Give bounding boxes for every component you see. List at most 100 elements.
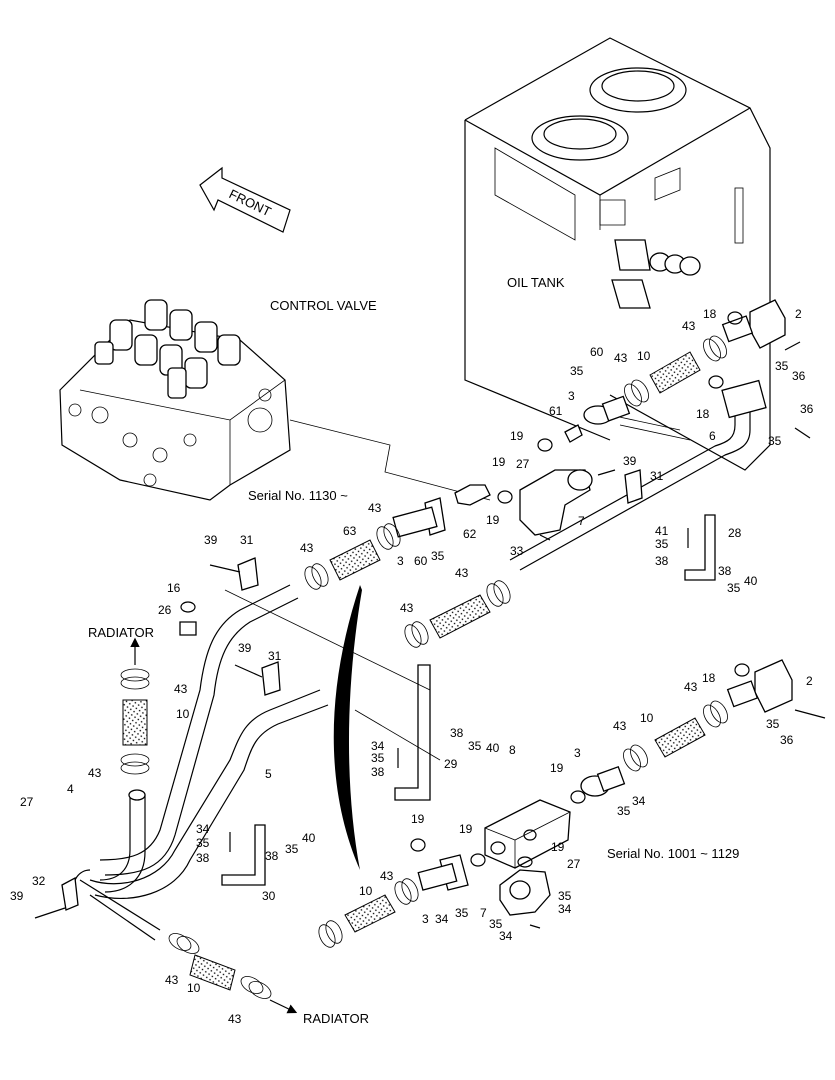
serial-upper-label: Serial No. 1130 ~ [248,488,348,503]
serial-lower-label: Serial No. 1001 ~ 1129 [607,846,739,861]
callout: 38 [655,554,669,568]
callout: 19 [510,429,524,443]
callout: 43 [88,766,102,780]
callout: 40 [486,741,500,755]
control-valve-label: CONTROL VALVE [270,298,377,313]
callout: 38 [265,849,279,863]
callout: 29 [444,757,458,771]
assembly-arrow [333,585,362,870]
callout: 35 [285,842,299,856]
callout: 43 [380,869,394,883]
callout: 43 [400,601,414,615]
callout: 18 [702,671,716,685]
callout: 26 [158,603,172,617]
callout: 39 [238,641,252,655]
callout: 43 [300,541,314,555]
callout: 19 [411,812,425,826]
control-valve [59,299,291,501]
callout: 35 [766,717,780,731]
callout: 10 [176,707,190,721]
oil-tank [464,37,771,471]
left-pipes [61,584,329,999]
callout: 43 [165,973,179,987]
callout: 8 [509,743,516,757]
callout: 7 [578,514,585,528]
callout: 6 [709,429,716,443]
callout: 19 [550,761,564,775]
callout: 35 [727,581,741,595]
callout: 34 [371,739,385,753]
callout: 34 [435,912,449,926]
callout: 4 [67,782,74,796]
callout: 39 [623,454,637,468]
callout: 41 [655,524,669,538]
callout: 35 [455,906,469,920]
callout: 5 [265,767,272,781]
callout: 60 [590,345,604,359]
callout: 43 [455,566,469,580]
callout: 40 [744,574,758,588]
callout: 40 [302,831,316,845]
callout: 43 [368,501,382,515]
callout: 10 [187,981,201,995]
callout: 35 [558,889,572,903]
callout: 31 [240,533,254,547]
callout: 38 [450,726,464,740]
callout: 18 [703,307,717,321]
callout: 19 [459,822,473,836]
oil-tank-label: OIL TANK [507,275,565,290]
radiator-label-bottom: RADIATOR [303,1011,369,1026]
callout: 38 [371,765,385,779]
callout: 43 [613,719,627,733]
callout: 27 [567,857,581,871]
callout: 18 [696,407,710,421]
callout: 34 [196,822,210,836]
callout: 36 [780,733,794,747]
callout: 35 [570,364,584,378]
callout: 62 [463,527,477,541]
callout: 10 [640,711,654,725]
callout: 35 [431,549,445,563]
callout: 43 [684,680,698,694]
callout: 39 [10,889,24,903]
text-labels: CONTROL VALVE OIL TANK RADIATOR RADIATOR… [88,275,739,1026]
lower-assembly [318,659,793,948]
callout: 35 [489,917,503,931]
callout: 35 [768,434,782,448]
callout: 28 [728,526,742,540]
callout: 33 [510,544,524,558]
callout: 16 [167,581,181,595]
callout: 34 [558,902,572,916]
part-callouts: 18 2 43 35 36 60 43 10 35 3 18 61 19 6 3… [10,307,814,1026]
callout: 61 [549,404,563,418]
callout: 2 [795,307,802,321]
callout: 7 [480,906,487,920]
front-arrow: FRONT [199,166,291,233]
callout: 39 [204,533,218,547]
callout: 10 [637,349,651,363]
callout: 31 [268,649,282,663]
callout: 10 [359,884,373,898]
callout: 19 [486,513,500,527]
callout: 3 [568,389,575,403]
callout: 30 [262,889,276,903]
callout: 27 [516,457,530,471]
callout: 35 [468,739,482,753]
callout: 38 [196,851,210,865]
bolts [34,341,826,929]
callout: 36 [800,402,814,416]
callout: 35 [655,537,669,551]
callout: 32 [32,874,46,888]
callout: 3 [574,746,581,760]
callout: 31 [650,469,664,483]
callout: 3 [397,554,404,568]
callout: 35 [196,836,210,850]
upper-piping [237,299,786,801]
callout: 38 [718,564,732,578]
callout: 43 [682,319,696,333]
callout: 34 [632,794,646,808]
radiator-label-top: RADIATOR [88,625,154,640]
callout: 36 [792,369,806,383]
callout: 35 [371,751,385,765]
